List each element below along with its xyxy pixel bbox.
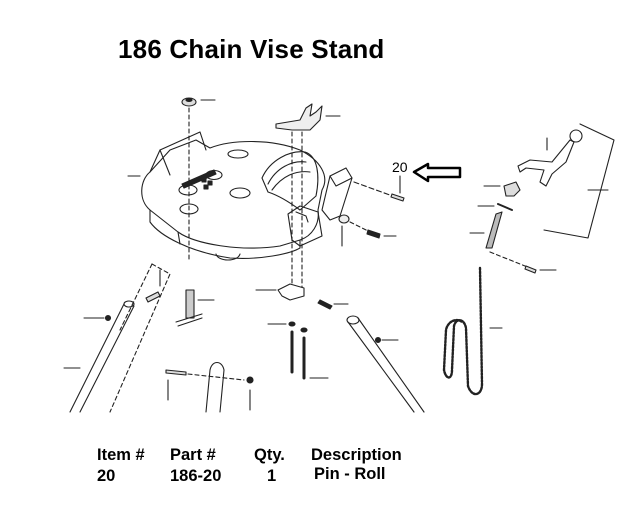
lower-left-bolt — [165, 361, 254, 413]
upper-jaw — [275, 103, 341, 293]
header-part-number: Part # — [170, 446, 216, 464]
cell-item-number: 20 — [97, 467, 116, 485]
chain — [442, 266, 484, 396]
center-clamp — [255, 283, 329, 380]
vise-base — [141, 131, 326, 261]
item-callout-label: 20 — [392, 159, 408, 175]
cell-part-number: 186-20 — [170, 467, 222, 485]
header-description: Description — [311, 446, 402, 464]
page-title: 186 Chain Vise Stand — [118, 34, 385, 64]
pointer-arrow — [412, 162, 462, 183]
left-leg — [63, 263, 171, 413]
header-item-number: Item # — [97, 446, 145, 464]
side-bracket — [321, 167, 405, 247]
handle-lever — [469, 123, 615, 274]
cell-description: Pin - Roll — [314, 465, 386, 483]
top-nut — [181, 97, 216, 263]
header-quantity: Qty. — [254, 446, 285, 464]
right-leg — [317, 299, 425, 413]
t-screw — [175, 289, 215, 327]
roll-pin-20 — [390, 193, 405, 202]
cell-quantity: 1 — [267, 467, 277, 485]
